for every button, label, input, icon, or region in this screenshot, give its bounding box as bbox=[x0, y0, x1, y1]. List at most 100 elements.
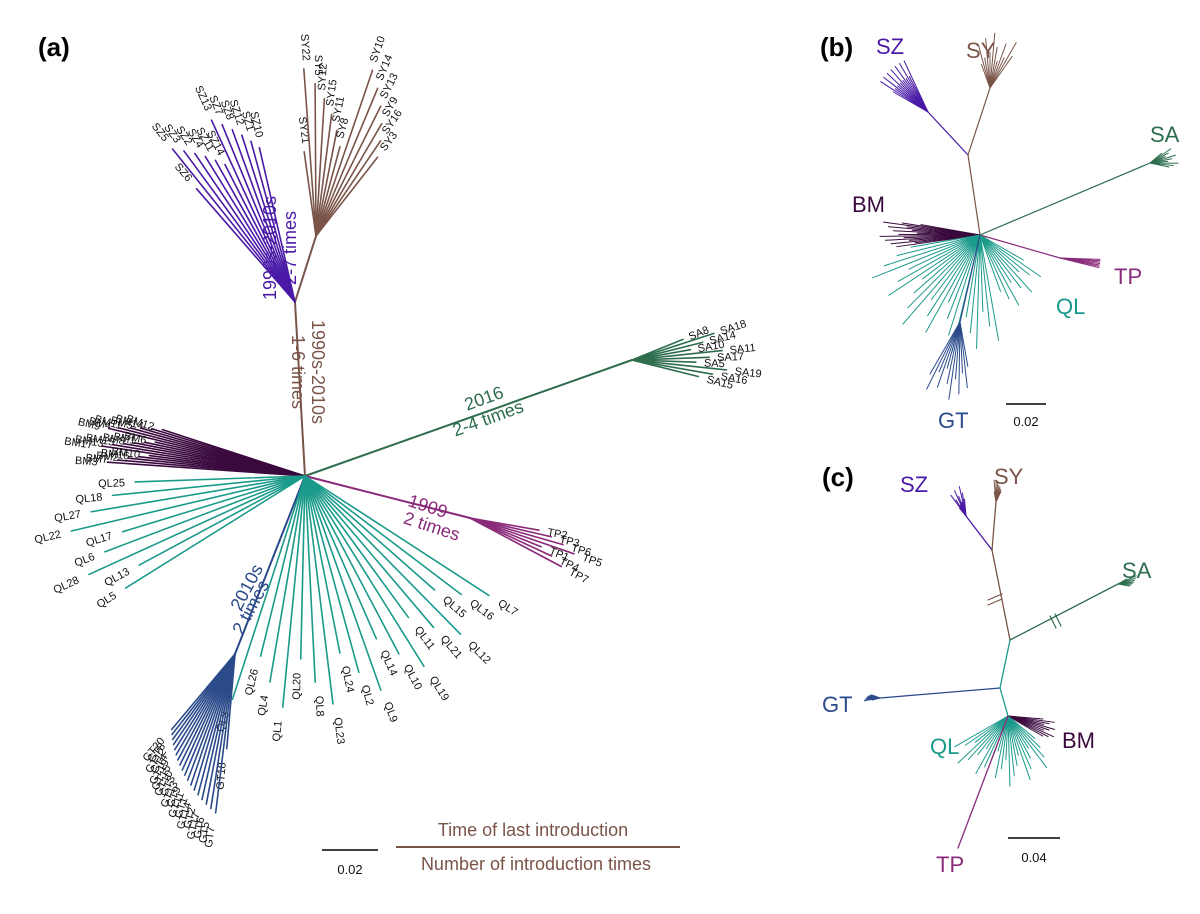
c-label-tp: TP bbox=[936, 852, 964, 877]
tip-ql8: QL8 bbox=[313, 696, 326, 717]
c-ql-branch bbox=[1007, 715, 1011, 787]
branch-ql24 bbox=[304, 475, 341, 654]
tip-bm17: BM17 bbox=[63, 436, 93, 452]
c-label-sy: SY bbox=[994, 464, 1024, 489]
b-ql2-branch bbox=[979, 234, 1010, 300]
tip-bm8: BM8 bbox=[102, 432, 126, 448]
tip-ql24: QL24 bbox=[339, 665, 356, 694]
branch-ql20 bbox=[299, 475, 306, 660]
branch-sz4 bbox=[204, 155, 296, 303]
branch-sa18 bbox=[631, 332, 715, 361]
branch-sz5 bbox=[171, 148, 296, 303]
branch-ql2 bbox=[304, 475, 360, 674]
tip-sa16: SA16 bbox=[720, 371, 749, 387]
branch-ql12 bbox=[304, 475, 462, 636]
branch-sy15 bbox=[315, 113, 333, 237]
backbone-sa bbox=[304, 359, 633, 477]
b-gt-branch bbox=[958, 321, 961, 395]
tip-gt7: GT7 bbox=[203, 826, 218, 849]
b-ql2-branch bbox=[979, 234, 1022, 289]
b-ql-branch bbox=[908, 234, 981, 270]
branch-ql10 bbox=[304, 475, 400, 655]
branch-ql15 bbox=[304, 475, 436, 591]
backbone-tp bbox=[304, 475, 471, 519]
branch-ql13 bbox=[138, 475, 306, 566]
tip-sy22: SY22 bbox=[298, 33, 312, 61]
c-backbone-sa bbox=[1009, 583, 1119, 641]
b-sy-branch bbox=[985, 38, 991, 89]
b-ql2-branch bbox=[979, 234, 1024, 261]
tip-bm4: BM4 bbox=[88, 415, 113, 432]
b-ql-branch bbox=[897, 234, 981, 282]
tip-ql15: QL15 bbox=[440, 594, 468, 621]
tip-sa17: SA17 bbox=[717, 351, 744, 364]
tip-ql10: QL10 bbox=[401, 662, 424, 691]
branch-sz8 bbox=[231, 128, 296, 303]
tip-tp6: TP6 bbox=[570, 542, 593, 559]
backbone-sz-sy bbox=[294, 301, 306, 477]
branch-sa14 bbox=[631, 341, 704, 361]
b-ql-branch bbox=[910, 234, 981, 248]
c-ql-branch bbox=[1007, 715, 1031, 780]
b-gt-branch bbox=[948, 321, 961, 400]
panel-label-a: (a) bbox=[38, 32, 70, 62]
scale-label-a: 0.02 bbox=[337, 862, 362, 877]
legend-count-label: Number of introduction times bbox=[421, 854, 651, 874]
c-ql-branch bbox=[1007, 715, 1041, 748]
tip-bm13: BM13 bbox=[74, 434, 104, 450]
c-ql-branch bbox=[994, 715, 1009, 779]
branch-sz10 bbox=[258, 146, 296, 303]
c-backbone bbox=[999, 639, 1011, 689]
c-label-sa: SA bbox=[1122, 558, 1152, 583]
backbone-sy bbox=[294, 235, 317, 303]
b-ql-branch bbox=[979, 234, 1000, 341]
branch-sz12 bbox=[241, 134, 296, 303]
c-ql-branch bbox=[1007, 715, 1048, 769]
c-ql-branch bbox=[954, 715, 1009, 748]
branch-sz1 bbox=[250, 140, 296, 303]
annotation-sz-time: 1990s-2010s bbox=[260, 196, 280, 300]
b-ql-branch bbox=[927, 234, 981, 317]
c-label-bm: BM bbox=[1062, 728, 1095, 753]
c-ql-branch bbox=[1007, 715, 1018, 767]
b-tp-branch bbox=[1059, 257, 1100, 269]
tip-sa11: SA11 bbox=[729, 342, 756, 357]
b-ql-branch bbox=[946, 234, 981, 319]
c-label-sz: SZ bbox=[900, 472, 928, 497]
tip-ql16: QL16 bbox=[467, 597, 496, 623]
b-gt-branch bbox=[959, 321, 968, 389]
tip-bm2: BM2 bbox=[96, 450, 120, 464]
branch-tp6 bbox=[469, 517, 564, 546]
b-gt-branch bbox=[959, 321, 963, 374]
branch-sz2 bbox=[194, 152, 296, 303]
tip-ql28: QL28 bbox=[52, 574, 81, 596]
b-gt-branch bbox=[936, 321, 961, 388]
tip-ql14: QL14 bbox=[378, 648, 400, 677]
c-break-sa-2 bbox=[1054, 613, 1062, 627]
tip-bm9: BM9 bbox=[77, 416, 102, 433]
b-ql2-branch bbox=[979, 234, 1041, 277]
b-ql-branch bbox=[888, 234, 981, 296]
branch-sy5 bbox=[314, 82, 317, 237]
branch-sa19 bbox=[631, 359, 728, 371]
tip-bm7: BM7 bbox=[85, 452, 109, 466]
tip-ql27: QL27 bbox=[53, 509, 82, 525]
c-backbone-sz bbox=[965, 515, 993, 551]
branch-gt5 bbox=[210, 653, 236, 810]
scale-label-b: 0.02 bbox=[1013, 414, 1038, 429]
b-backbone-sy bbox=[967, 154, 981, 236]
branch-ql5 bbox=[124, 475, 306, 589]
b-ql2-branch bbox=[979, 234, 1012, 283]
annotation-sz-count: 2-7 times bbox=[280, 211, 300, 285]
tip-bm6: BM6 bbox=[123, 430, 148, 447]
tip-sy8: SY8 bbox=[334, 117, 351, 140]
b-ql-branch bbox=[896, 234, 981, 256]
b-gt-branch bbox=[946, 321, 961, 369]
branch-ql21 bbox=[304, 475, 435, 629]
c-ql-branch bbox=[1005, 715, 1009, 760]
b-sy-branch bbox=[989, 32, 996, 89]
tip-ql2: QL2 bbox=[359, 684, 376, 707]
tip-sa5: SA5 bbox=[704, 358, 725, 371]
tip-ql18: QL18 bbox=[75, 491, 103, 506]
b-ql-branch bbox=[872, 234, 981, 279]
